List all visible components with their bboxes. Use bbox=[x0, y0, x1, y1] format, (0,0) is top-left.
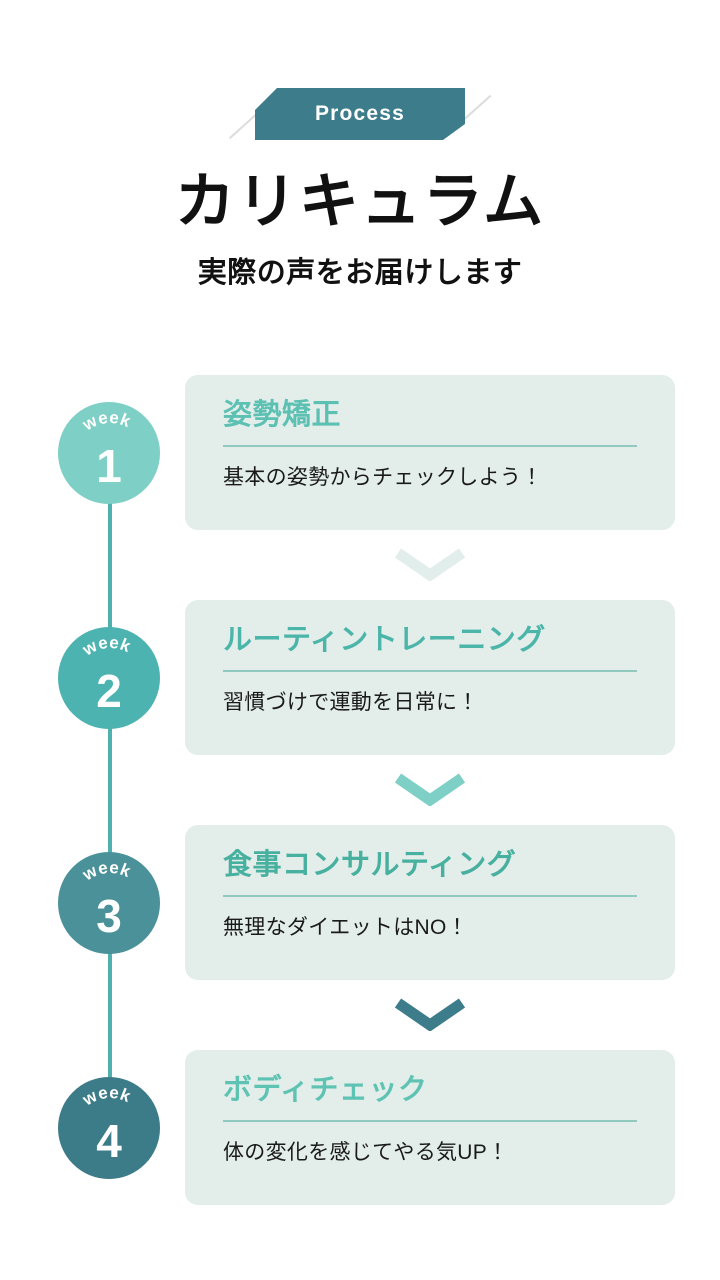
card-description: 習慣づけで運動を日常に！ bbox=[223, 690, 479, 714]
curriculum-card[interactable]: ルーティントレーニング習慣づけで運動を日常に！ bbox=[185, 600, 675, 755]
card-title: 姿勢矯正 bbox=[223, 399, 342, 431]
week-badge-circle bbox=[58, 627, 160, 729]
week-badge-circle bbox=[58, 1077, 160, 1179]
week-badge-number: 3 bbox=[96, 890, 122, 942]
chevron-down-icon bbox=[394, 772, 466, 806]
chevron-down-icon bbox=[394, 547, 466, 581]
curriculum-card[interactable]: ボディチェック体の変化を感じてやる気UP！ bbox=[185, 1050, 675, 1205]
card-divider bbox=[223, 1120, 637, 1122]
process-ribbon-area: Process bbox=[0, 80, 720, 150]
week-badge-number: 1 bbox=[96, 440, 122, 492]
chevron-down-icon bbox=[394, 997, 466, 1031]
week-badge-number: 4 bbox=[96, 1115, 122, 1167]
card-title: 食事コンサルティング bbox=[223, 849, 517, 881]
card-title: ボディチェック bbox=[223, 1074, 428, 1106]
card-description: 基本の姿勢からチェックしよう！ bbox=[223, 465, 543, 489]
card-divider bbox=[223, 670, 637, 672]
week-badge-number: 2 bbox=[96, 665, 122, 717]
card-description: 無理なダイエットはNO！ bbox=[223, 915, 468, 939]
week-badge-circle bbox=[58, 402, 160, 504]
card-title: ルーティントレーニング bbox=[223, 624, 546, 656]
card-divider bbox=[223, 895, 637, 897]
process-ribbon-badge: Process bbox=[255, 88, 465, 140]
page-title: カリキュラム bbox=[174, 168, 546, 235]
card-divider bbox=[223, 445, 637, 447]
week-badge-circle bbox=[58, 852, 160, 954]
curriculum-card[interactable]: 姿勢矯正基本の姿勢からチェックしよう！ bbox=[185, 375, 675, 530]
page-subtitle: 実際の声をお届けします bbox=[197, 257, 523, 290]
card-description: 体の変化を感じてやる気UP！ bbox=[223, 1140, 509, 1164]
timeline-connector-line bbox=[108, 453, 112, 1128]
curriculum-card[interactable]: 食事コンサルティング無理なダイエットはNO！ bbox=[185, 825, 675, 980]
page-header: Process カリキュラム 実際の声をお届けします bbox=[0, 0, 720, 291]
